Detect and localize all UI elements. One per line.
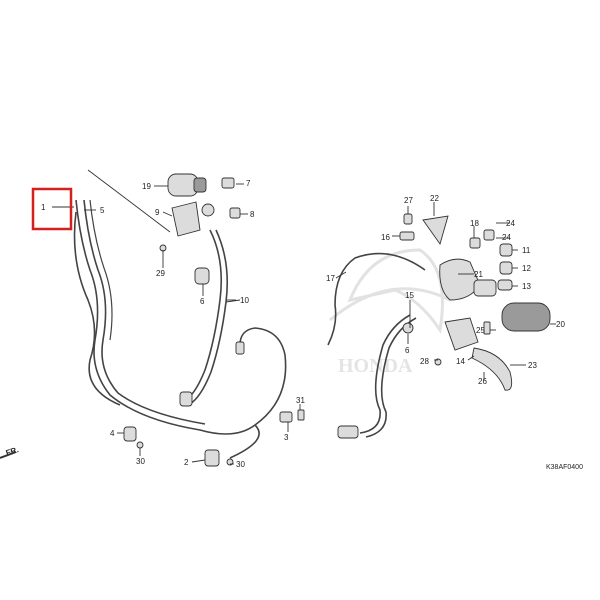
part-label-18[interactable]: 18 <box>470 219 479 228</box>
leader-lines <box>52 169 556 465</box>
part-label-14[interactable]: 14 <box>456 357 465 366</box>
part-label-2[interactable]: 2 <box>184 458 189 467</box>
part-label-9[interactable]: 9 <box>155 208 160 217</box>
part-label-25[interactable]: 25 <box>476 326 485 335</box>
part-label-21[interactable]: 21 <box>474 270 483 279</box>
part-label-3[interactable]: 3 <box>284 433 289 442</box>
part-label-27[interactable]: 27 <box>404 196 413 205</box>
part-label-20[interactable]: 20 <box>556 320 565 329</box>
switch-housing-right <box>399 213 551 391</box>
cable-bundle-left <box>73 199 287 459</box>
part-label-8[interactable]: 8 <box>250 210 255 219</box>
part-label-5[interactable]: 5 <box>100 206 105 215</box>
switch-housing-left <box>167 173 245 355</box>
part-label-26[interactable]: 26 <box>478 377 487 386</box>
clutch-cable <box>327 252 426 438</box>
part-label-24-top[interactable]: 24 <box>506 219 515 228</box>
part-label-10[interactable]: 10 <box>240 296 249 305</box>
small-clips <box>123 244 442 467</box>
part-label-6-right[interactable]: 6 <box>405 346 410 355</box>
throttle-cable <box>184 229 241 405</box>
part-label-4[interactable]: 4 <box>110 429 115 438</box>
part-label-31[interactable]: 31 <box>296 396 305 405</box>
part-label-7[interactable]: 7 <box>246 179 251 188</box>
part-label-22[interactable]: 22 <box>430 194 439 203</box>
figure-code: K38AF0400 <box>546 464 583 471</box>
part-label-13[interactable]: 13 <box>522 282 531 291</box>
highlight-box <box>31 187 73 231</box>
part-label-29[interactable]: 29 <box>156 269 165 278</box>
part-label-30-right[interactable]: 30 <box>236 460 245 469</box>
part-label-12[interactable]: 12 <box>522 264 531 273</box>
part-label-15[interactable]: 15 <box>405 291 414 300</box>
edge-arrow-icon <box>0 451 17 459</box>
watermark-text: HONDA <box>338 355 413 377</box>
part-label-1[interactable]: 1 <box>41 203 46 212</box>
part-labels: 1 5 19 7 9 8 29 6 10 4 30 2 30 3 31 17 1… <box>41 179 565 469</box>
honda-watermark: HONDA <box>329 248 451 377</box>
part-label-16[interactable]: 16 <box>381 233 390 242</box>
part-label-19[interactable]: 19 <box>142 182 151 191</box>
part-label-17[interactable]: 17 <box>326 274 335 283</box>
part-label-6-left[interactable]: 6 <box>200 297 205 306</box>
part-label-28[interactable]: 28 <box>420 357 429 366</box>
part-label-11[interactable]: 11 <box>522 246 531 255</box>
part-label-23[interactable]: 23 <box>528 361 537 370</box>
part-label-30-left[interactable]: 30 <box>136 457 145 466</box>
part-label-24-bottom[interactable]: 24 <box>502 233 511 242</box>
